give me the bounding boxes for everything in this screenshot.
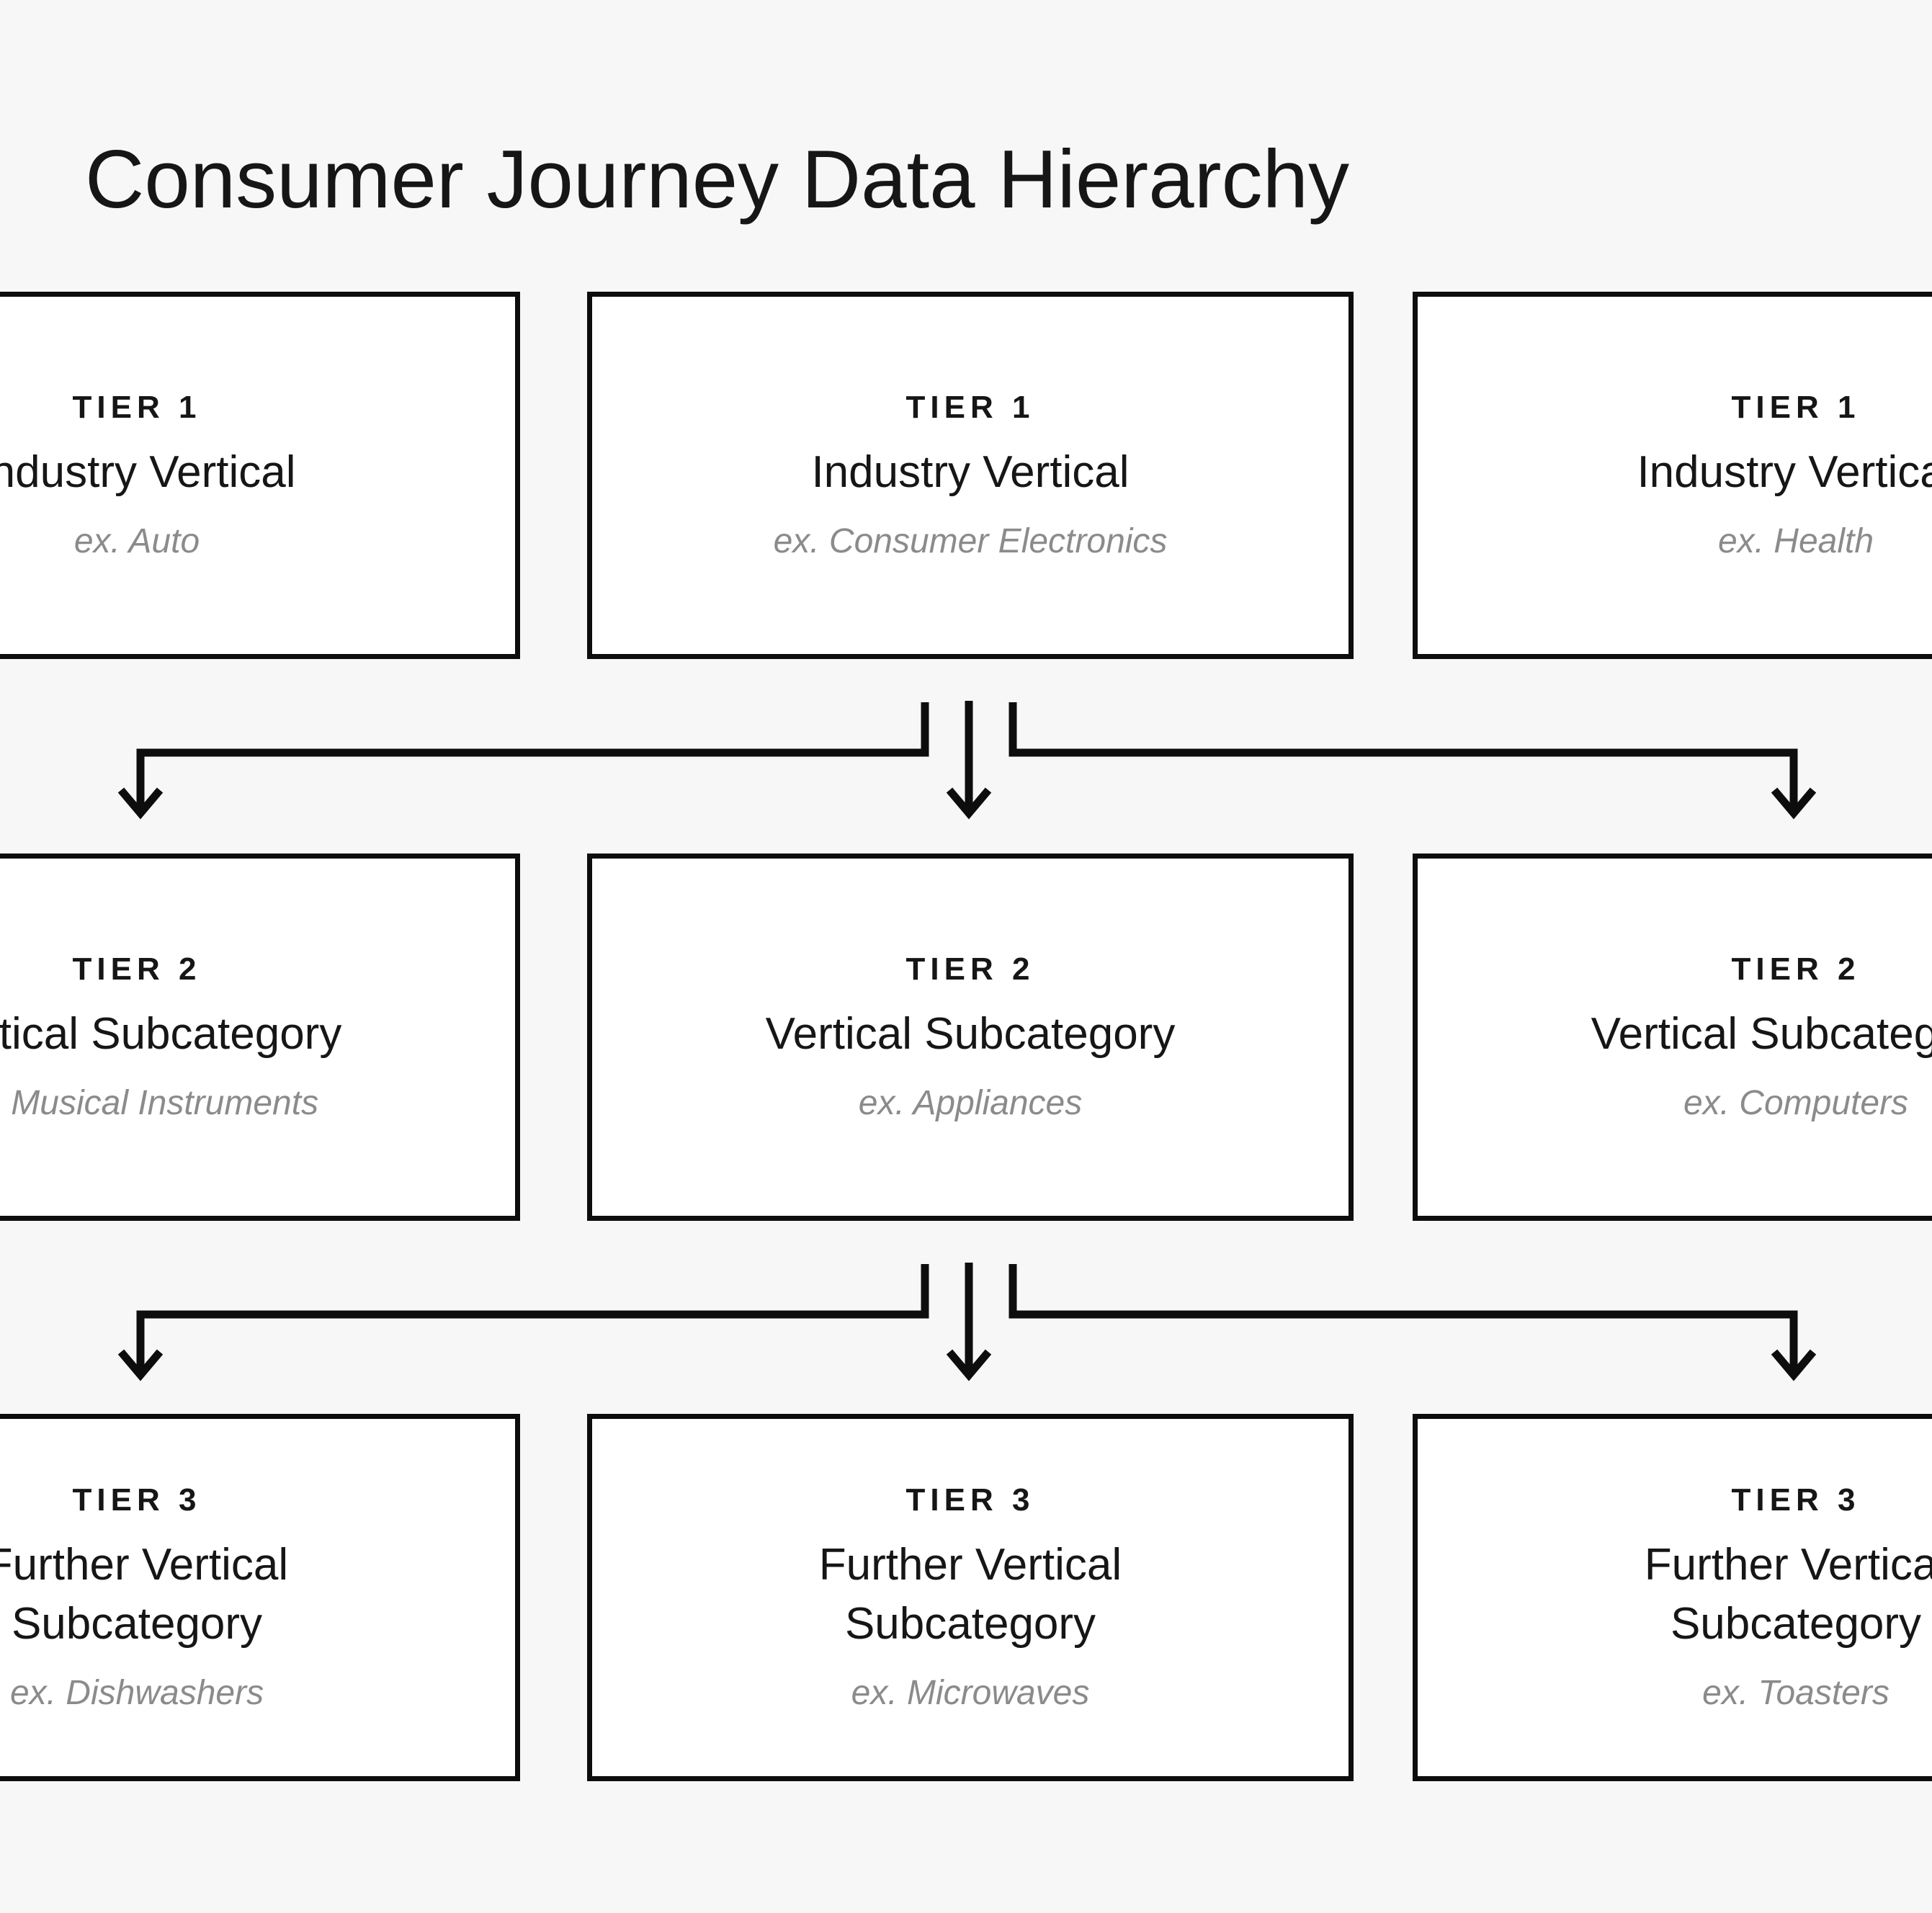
- box-example: ex. Consumer Electronics: [773, 522, 1168, 561]
- box-label: Further Vertical Subcategory: [0, 1539, 289, 1649]
- box-example: ex. Toasters: [1702, 1674, 1889, 1713]
- connector1-center-arrowhead-icon: [946, 787, 992, 820]
- connector1-left-arrowhead-icon: [117, 787, 164, 820]
- box-example: ex. Musical Instruments: [0, 1084, 319, 1123]
- connector2-left-arrowhead-icon: [117, 1349, 164, 1381]
- tier-label: TIER 1: [1731, 389, 1861, 425]
- box-example: ex. Microwaves: [851, 1674, 1090, 1713]
- box-label: Further Vertical Subcategory: [1644, 1539, 1932, 1649]
- box-example: ex. Appliances: [858, 1084, 1083, 1123]
- tier-label: TIER 3: [1731, 1482, 1861, 1518]
- connector2-right-branch: [1009, 1264, 1798, 1375]
- box-label: Further Vertical Subcategory: [818, 1539, 1122, 1649]
- box-label: Vertical Subcategory: [765, 1008, 1176, 1059]
- tier1-box-consumer-electronics: TIER 1 Industry Vertical ex. Consumer El…: [587, 292, 1354, 659]
- tier3-box-microwaves: TIER 3 Further Vertical Subcategory ex. …: [587, 1414, 1354, 1781]
- box-example: ex. Health: [1717, 522, 1874, 561]
- box-label: Industry Vertical: [0, 447, 296, 497]
- box-label: Industry Vertical: [811, 447, 1130, 497]
- tier-label: TIER 2: [905, 951, 1035, 987]
- connector1-right-arrowhead-icon: [1771, 787, 1817, 820]
- connector2-center-arrowhead-icon: [946, 1349, 992, 1381]
- tier3-box-toasters: TIER 3 Further Vertical Subcategory ex. …: [1413, 1414, 1932, 1781]
- tier-label: TIER 1: [905, 389, 1035, 425]
- tier1-box-auto: TIER 1 Industry Vertical ex. Auto: [0, 292, 520, 659]
- box-label: Vertical Subcategory: [1591, 1008, 1932, 1059]
- tier-label: TIER 3: [905, 1482, 1035, 1518]
- connector1-left-branch: [136, 702, 929, 813]
- connector2-right-arrowhead-icon: [1771, 1349, 1817, 1381]
- tier-label: TIER 2: [1731, 951, 1861, 987]
- tier3-box-dishwashers: TIER 3 Further Vertical Subcategory ex. …: [0, 1414, 520, 1781]
- tier2-box-appliances: TIER 2 Vertical Subcategory ex. Applianc…: [587, 854, 1354, 1221]
- tier2-box-musical-instruments: TIER 2 Vertical Subcategory ex. Musical …: [0, 854, 520, 1221]
- box-label: Vertical Subcategory: [0, 1008, 342, 1059]
- box-example: ex. Auto: [73, 522, 200, 561]
- box-example: ex. Dishwashers: [9, 1674, 264, 1713]
- box-label: Industry Vertical: [1637, 447, 1932, 497]
- connector2-left-branch: [136, 1264, 929, 1375]
- page-title: Consumer Journey Data Hierarchy: [85, 134, 1350, 225]
- connector1-right-branch: [1009, 702, 1798, 813]
- tier2-box-computers: TIER 2 Vertical Subcategory ex. Computer…: [1413, 854, 1932, 1221]
- tier-label: TIER 2: [72, 951, 202, 987]
- tier-label: TIER 3: [72, 1482, 202, 1518]
- tier-label: TIER 1: [72, 389, 202, 425]
- box-example: ex. Computers: [1683, 1084, 1909, 1123]
- tier1-box-health: TIER 1 Industry Vertical ex. Health: [1413, 292, 1932, 659]
